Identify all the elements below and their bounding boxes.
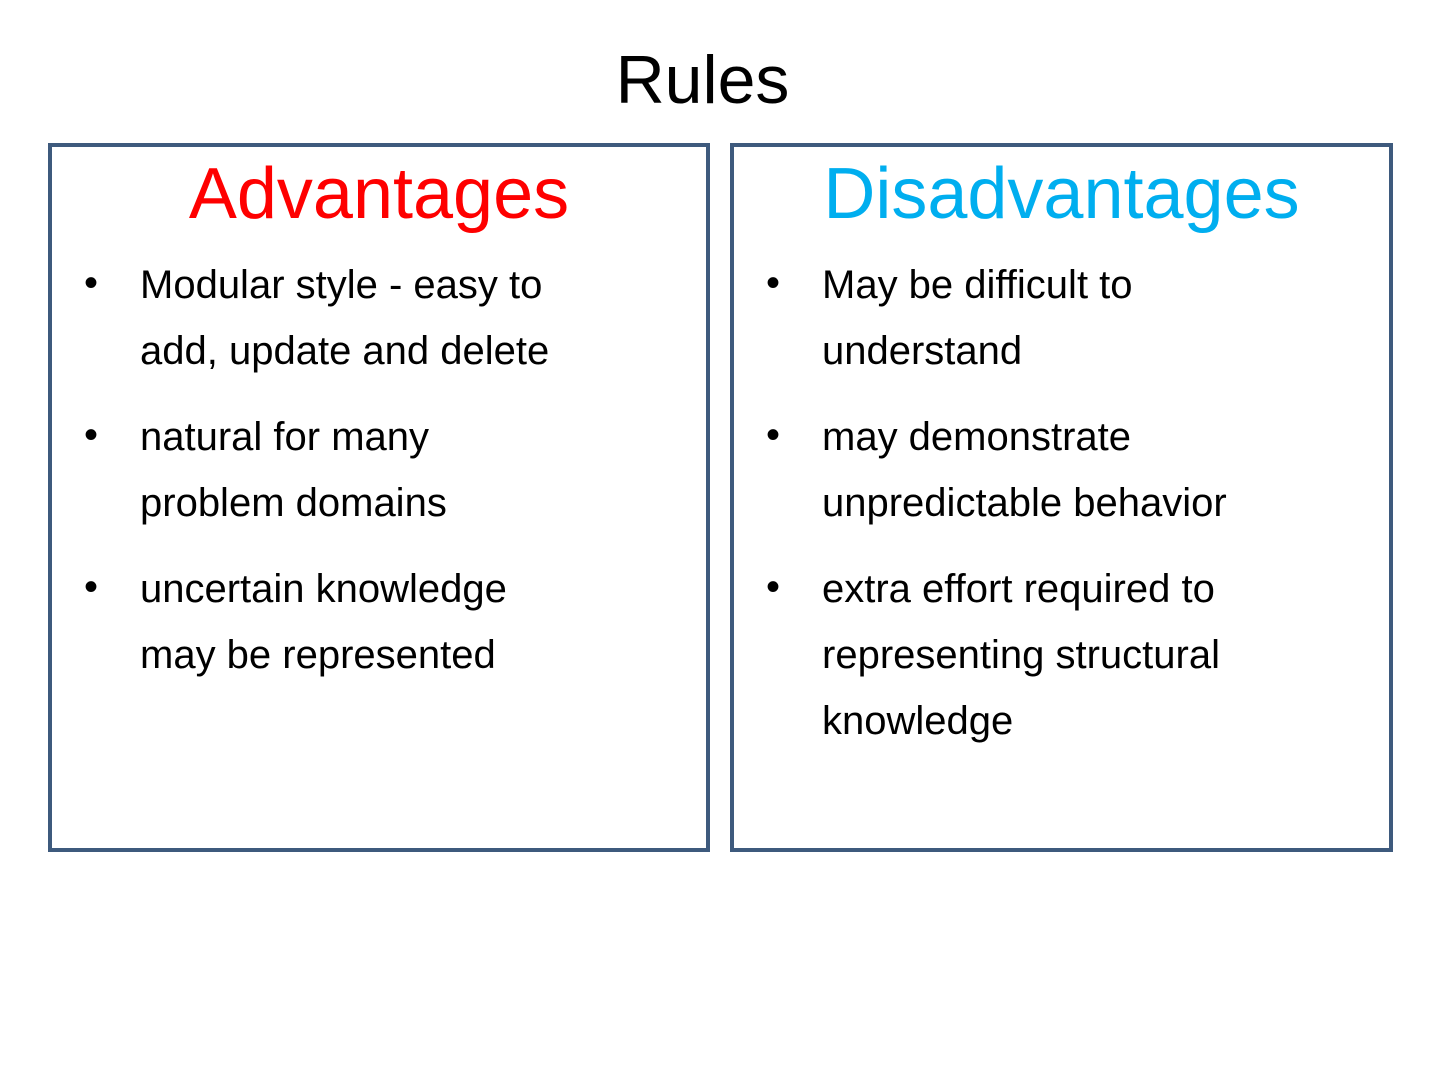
bullet-item: uncertain knowledge may be represented <box>52 554 566 688</box>
bullet-item: May be difficult to understand <box>734 250 1248 384</box>
advantages-box: Advantages Modular style - easy to add, … <box>48 143 710 852</box>
bullet-item: extra effort required to representing st… <box>734 554 1248 754</box>
advantages-heading: Advantages <box>188 154 570 234</box>
disadvantages-bullet-list: May be difficult to understand may demon… <box>734 250 1389 754</box>
advantages-bullet-list: Modular style - easy to add, update and … <box>52 250 706 688</box>
bullet-item: natural for many problem domains <box>52 402 566 536</box>
bullet-item: may demonstrate unpredictable behavior <box>734 402 1248 536</box>
disadvantages-heading: Disadvantages <box>823 154 1300 234</box>
slide-title: Rules <box>615 42 790 118</box>
disadvantages-box: Disadvantages May be difficult to unders… <box>730 143 1393 852</box>
bullet-item: Modular style - easy to add, update and … <box>52 250 566 384</box>
